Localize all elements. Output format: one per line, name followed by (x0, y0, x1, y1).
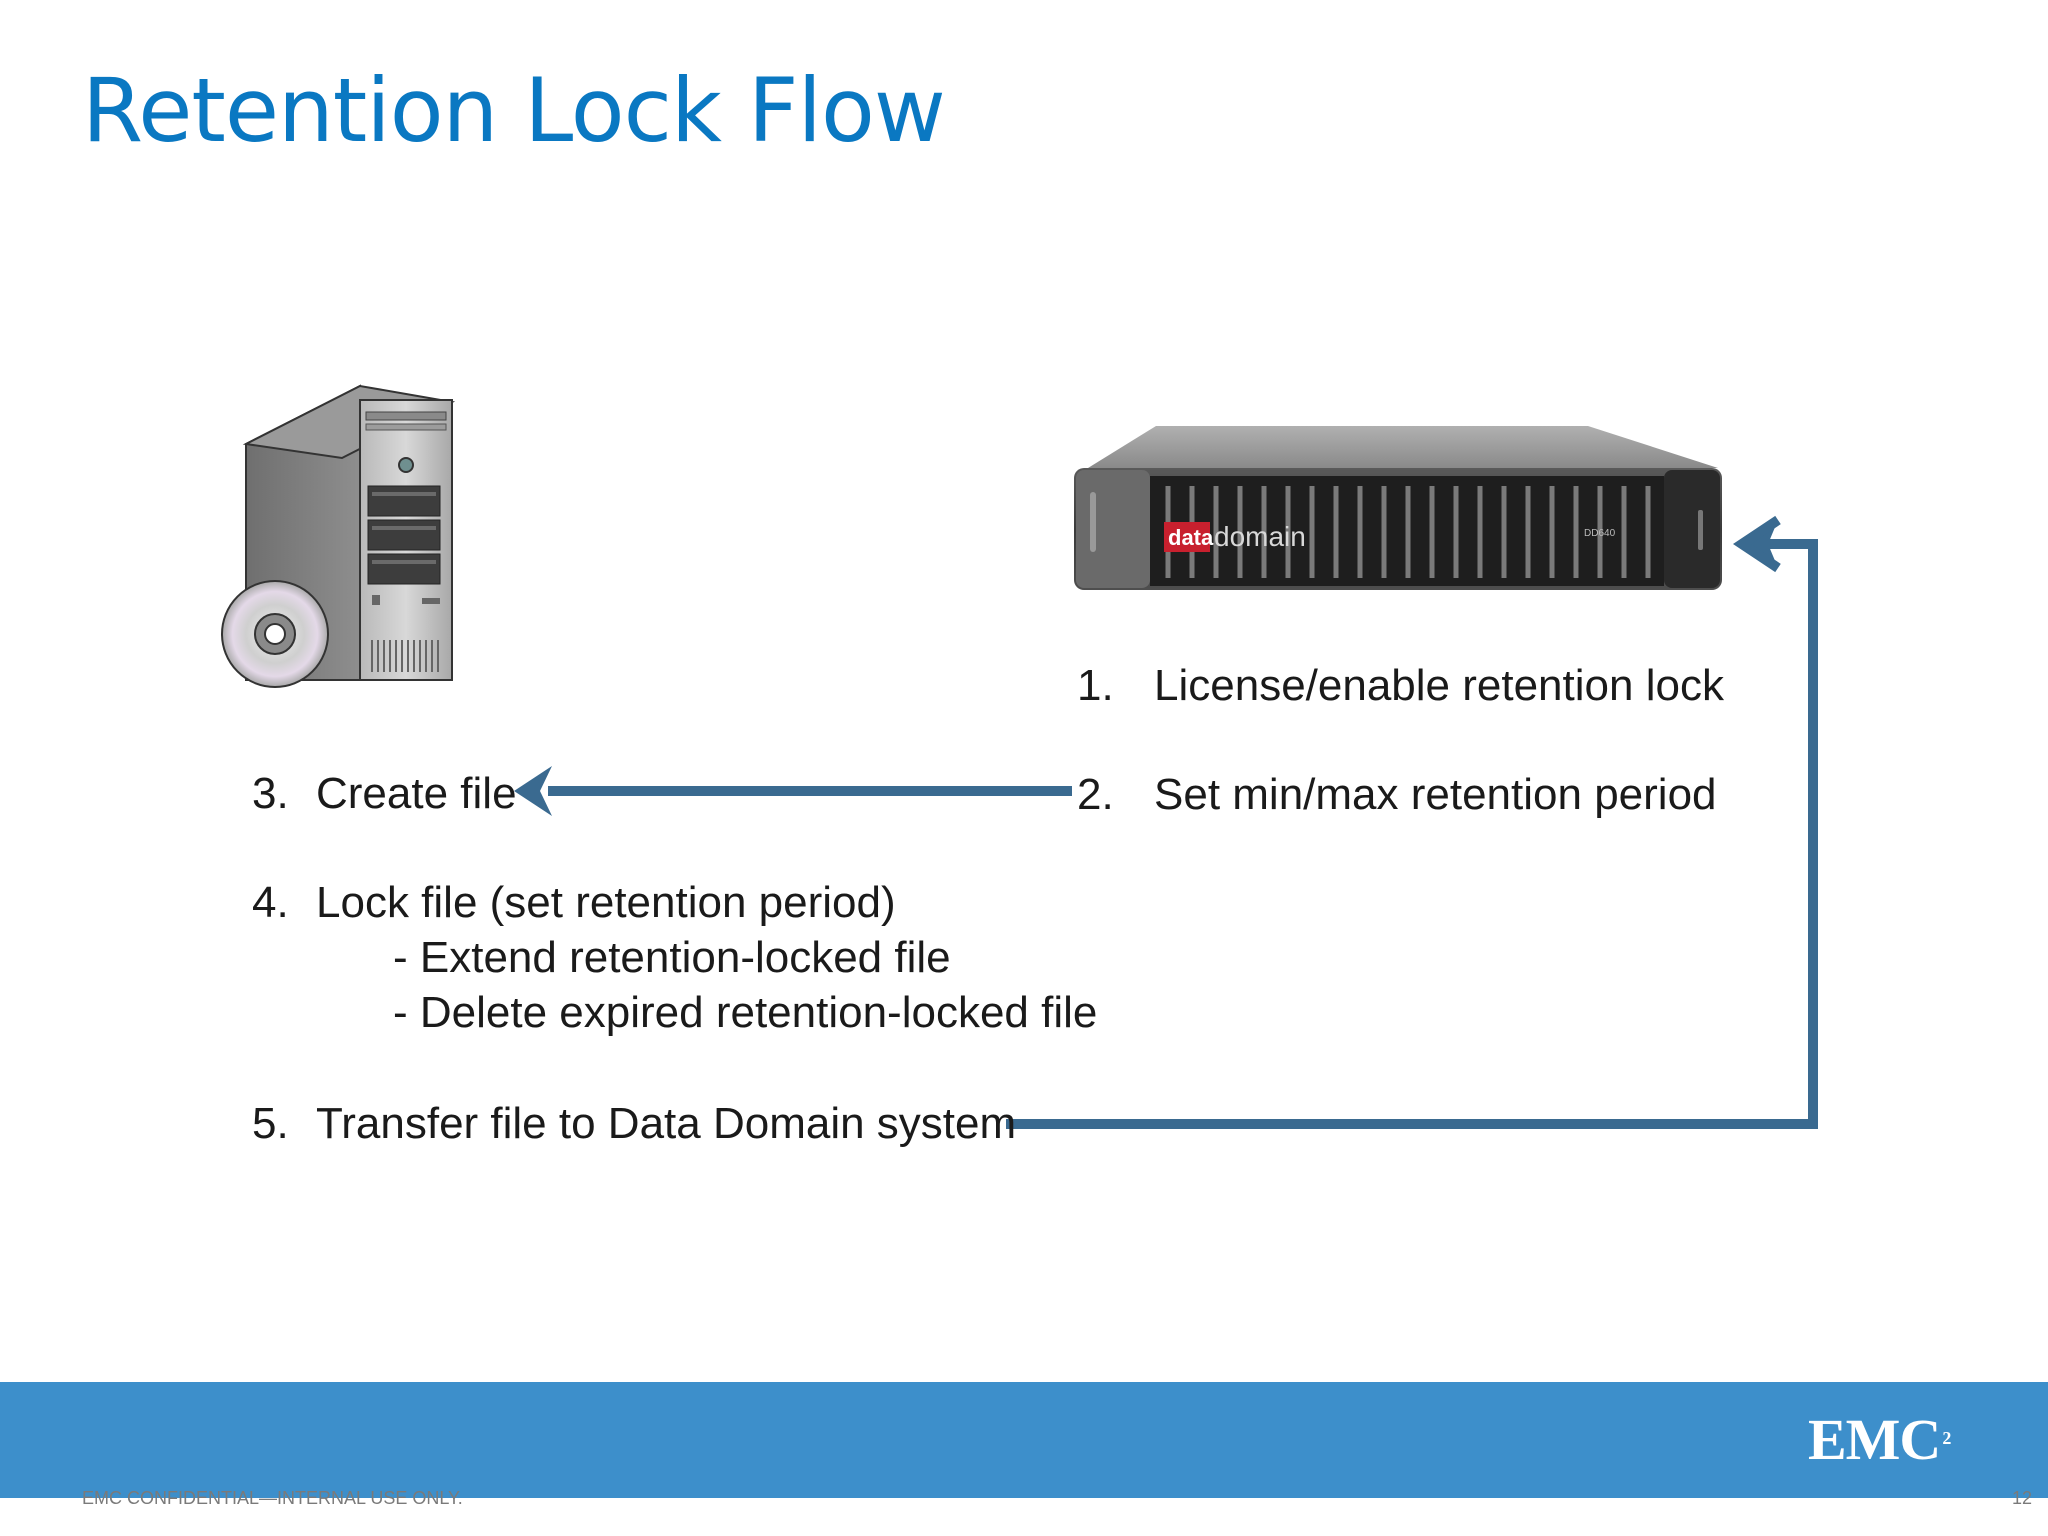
step-1-text: License/enable retention lock (1154, 661, 1724, 710)
data-domain-appliance-icon: data domain DD640 (1074, 426, 1722, 590)
emc-logo-superscript: 2 (1942, 1428, 1951, 1448)
step-2: 2. Set min/max retention period (1077, 769, 1717, 821)
step-4: 4. Lock file (set retention period) (252, 877, 896, 929)
step-5-text: Transfer file to Data Domain system (316, 1099, 1017, 1148)
step-1-number: 1. (1077, 661, 1114, 710)
step-3-text: Create file (316, 769, 517, 818)
desktop-tower-with-disc-icon (221, 384, 456, 688)
footer-band (0, 1382, 2048, 1498)
step-1: 1. License/enable retention lock (1077, 660, 1724, 712)
step-3-number: 3. (252, 769, 289, 818)
step-2-number: 2. (1077, 770, 1114, 819)
step-2-text: Set min/max retention period (1154, 770, 1717, 819)
step-5-number: 5. (252, 1099, 289, 1148)
step-4-text: Lock file (set retention period) (316, 878, 896, 927)
step-3: 3. Create file (252, 768, 517, 820)
appliance-model-label: DD640 (1584, 528, 1616, 539)
step-4-number: 4. (252, 878, 289, 927)
arrow-set-to-create (514, 766, 1072, 816)
arrow-transfer-to-appliance (1006, 515, 1818, 1129)
appliance-brand-red: data (1168, 525, 1214, 550)
step-4-subitem-delete: - Delete expired retention-locked file (393, 988, 1098, 1037)
appliance-brand-text: domain (1214, 521, 1306, 552)
page-number: 12 (2011, 1488, 2032, 1508)
slide-title: Retention Lock Flow (82, 59, 946, 162)
step-4-subitem-extend: - Extend retention-locked file (393, 933, 951, 982)
emc-logo-text: EMC (1808, 1407, 1941, 1472)
confidential-notice: EMC CONFIDENTIAL—INTERNAL USE ONLY. (82, 1488, 463, 1508)
step-5: 5. Transfer file to Data Domain system (252, 1098, 1016, 1150)
